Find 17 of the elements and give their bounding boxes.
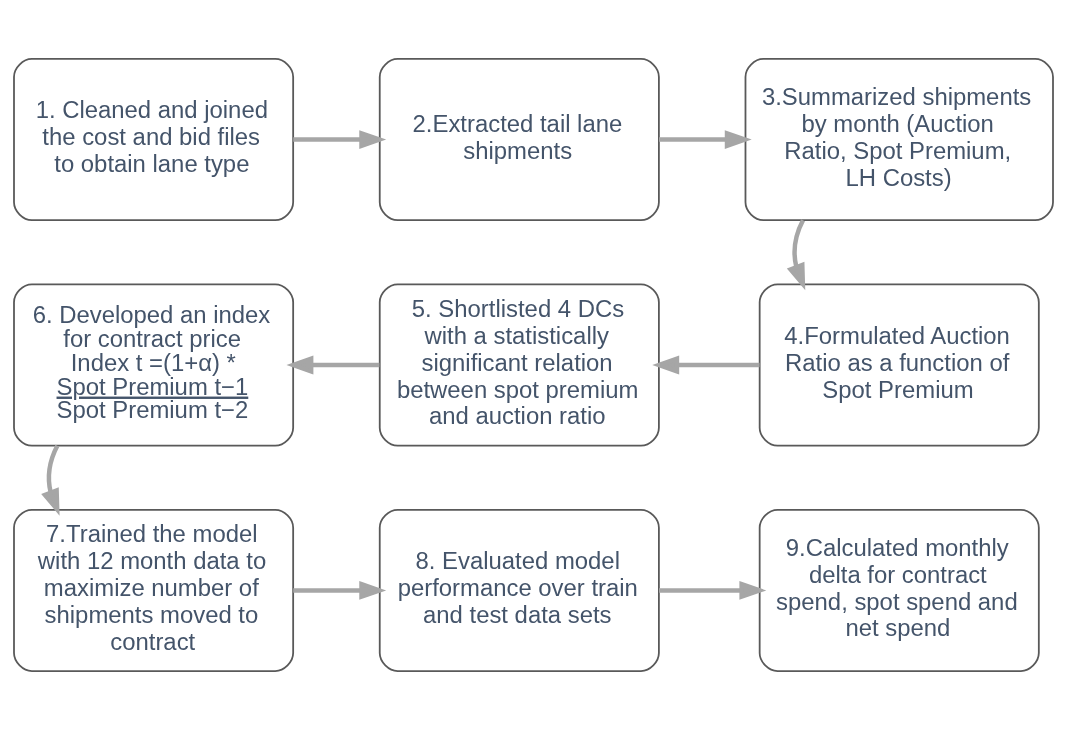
arrow	[786, 218, 806, 290]
node-box: 6. Developed an index for contract price Index t =(1+α) * Spot Premium t−1 Spot Premium t−2	[13, 283, 295, 446]
arrow	[293, 580, 387, 600]
arrow	[652, 355, 760, 374]
node-box: 4.Formulated Auction Ratio as a function of Spot Premium	[758, 283, 1040, 446]
arrow	[286, 355, 380, 374]
arrow	[293, 129, 387, 149]
node-box: 8. Evaluated model performance over train and test data sets	[378, 508, 660, 672]
node-box: 2.Extracted tail lane shipments	[378, 57, 660, 221]
node-box: 5. Shortlisted 4 DCs with a statistically significant relation between spot premium and auction ratio	[378, 283, 660, 446]
node-box: 9.Calculated monthly delta for contract spend, spot spend and net spend	[758, 508, 1040, 672]
node-box: 1. Cleaned and joined the cost and bid files to obtain lane type	[13, 57, 295, 221]
arrow	[41, 444, 60, 516]
arrow	[659, 129, 752, 149]
arrow	[659, 580, 767, 600]
node-box: 3.Summarized shipments by month (Auction Ratio, Spot Premium, LH Costs)	[744, 57, 1054, 221]
node-box: 7.Trained the model with 12 month data to maximize number of shipments moved to contract	[13, 508, 295, 672]
